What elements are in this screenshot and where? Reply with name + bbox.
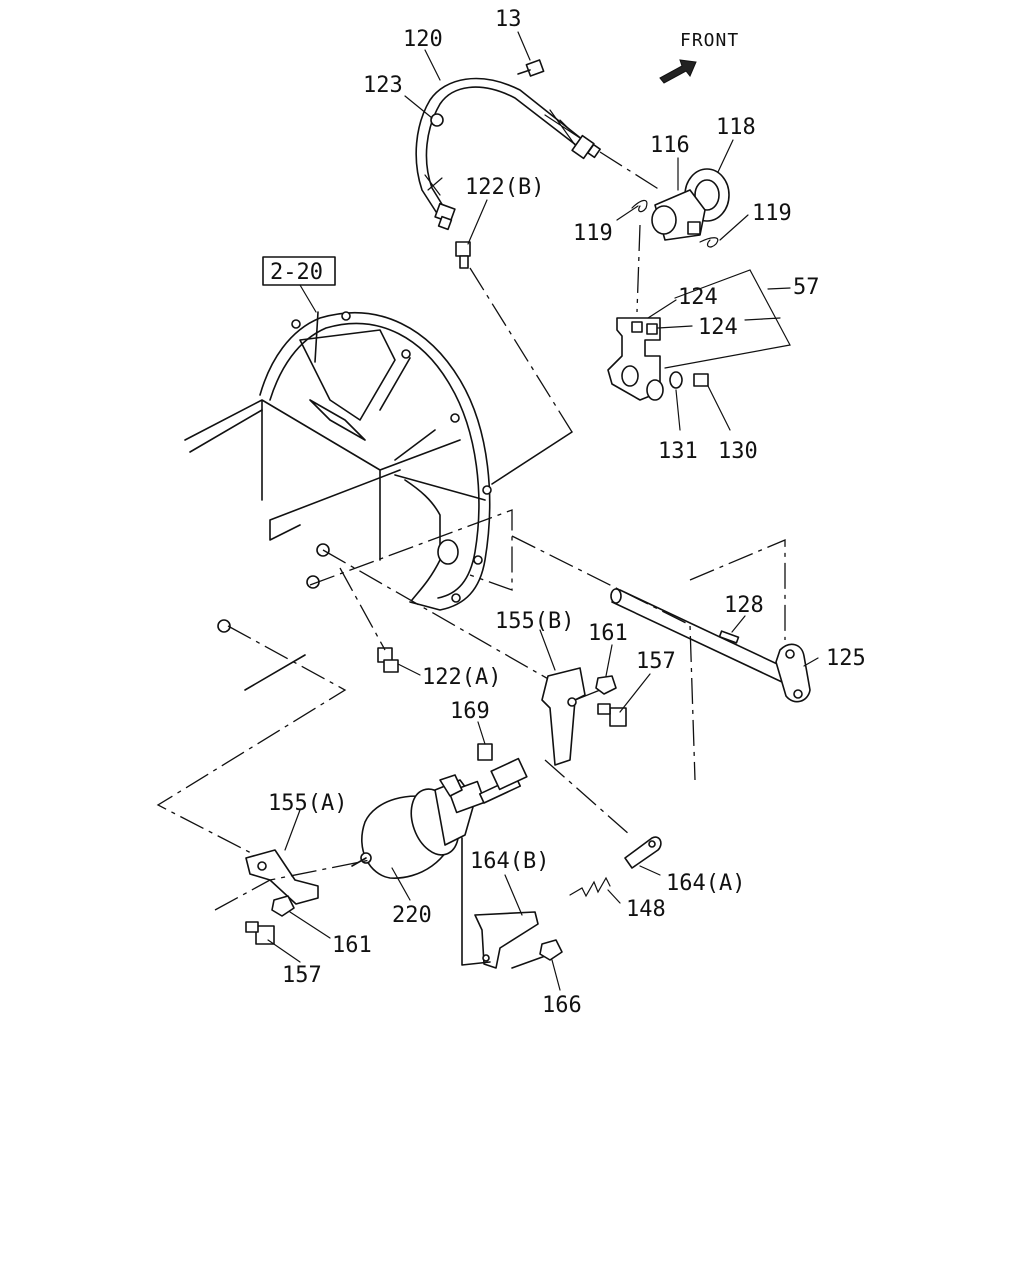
callout-57: 57 (793, 275, 820, 300)
bolt-130 (693, 373, 709, 387)
bolt-157-lower (245, 921, 275, 945)
callout-220: 220 (392, 903, 432, 928)
bracket-a-centerline (214, 859, 371, 911)
centerline-f (544, 759, 631, 836)
release-fork-57 (607, 317, 664, 401)
washer-131 (669, 371, 683, 389)
callout-122a: 122(A) (422, 665, 501, 690)
return-spring-148 (569, 876, 611, 898)
clutch-booster-220 (351, 757, 528, 879)
key-128 (718, 630, 740, 644)
callout-124-lower: 124 (698, 315, 738, 340)
reference-leader (299, 284, 317, 313)
fitting-122b (455, 241, 471, 269)
callout-116: 116 (650, 133, 690, 158)
fitting-leader (491, 431, 573, 485)
link-164a (624, 836, 662, 869)
fitting-122a (377, 647, 399, 673)
callout-157-upper: 157 (636, 649, 676, 674)
callout-148: 148 (626, 897, 666, 922)
callout-130: 130 (718, 439, 758, 464)
front-arrow-icon (659, 59, 697, 84)
nut-166 (539, 939, 563, 961)
callout-125: 125 (826, 646, 866, 671)
spring-bracket-164b (474, 911, 539, 969)
bell-housing (184, 311, 492, 611)
callout-118: 118 (716, 115, 756, 140)
clip-119-left (631, 199, 648, 213)
bearing-centerline (636, 224, 641, 313)
callout-123: 123 (363, 73, 403, 98)
callout-120: 120 (403, 27, 443, 52)
cross-shaft-125 (610, 588, 811, 703)
callout-128: 128 (724, 593, 764, 618)
callout-164b: 164(B) (470, 849, 549, 874)
callout-131: 131 (658, 439, 698, 464)
front-label: FRONT (680, 30, 739, 51)
centerline-c (309, 509, 513, 591)
callout-119-left: 119 (573, 221, 613, 246)
callout-13: 13 (495, 7, 522, 32)
nut-161-lower (271, 895, 295, 917)
hose-centerline (599, 151, 661, 191)
leader-lines (267, 31, 819, 991)
centerline-b (339, 567, 386, 651)
bolt-157-upper (597, 703, 627, 727)
bracket-phantom (461, 837, 549, 969)
centerline-e (156, 625, 347, 856)
callout-157-lower: 157 (282, 963, 322, 988)
pin-169 (477, 743, 493, 761)
callout-166: 166 (542, 993, 582, 1018)
nut-161-upper (595, 675, 617, 695)
centerline-d (511, 535, 696, 781)
callout-155b: 155(B) (495, 609, 574, 634)
bearing-hub-116 (651, 189, 706, 241)
clip-119-right (699, 237, 719, 248)
callout-169: 169 (450, 699, 490, 724)
housing-edge (244, 654, 306, 691)
clutch-hose (415, 77, 601, 231)
bracket-centerline (574, 689, 601, 701)
callout-labels: 13 120 123 116 118 119 119 122(B) 124 12… (268, 7, 866, 1018)
fitting-centerline (469, 267, 573, 433)
shaft-phantom (689, 539, 786, 640)
callout-161-upper: 161 (588, 621, 628, 646)
nut-left-lower (217, 619, 231, 633)
callout-161-lower: 161 (332, 933, 372, 958)
callout-155a: 155(A) (268, 791, 347, 816)
reference-label: 2-20 (270, 260, 323, 285)
callout-122b: 122(B) (465, 175, 544, 200)
bracket-155b (541, 667, 586, 766)
centerline-a (322, 549, 551, 681)
callout-164a: 164(A) (666, 871, 745, 896)
reference-box (262, 256, 336, 286)
callout-119-right: 119 (752, 201, 792, 226)
callout-124-upper: 124 (678, 285, 718, 310)
bolt-13 (517, 59, 545, 77)
